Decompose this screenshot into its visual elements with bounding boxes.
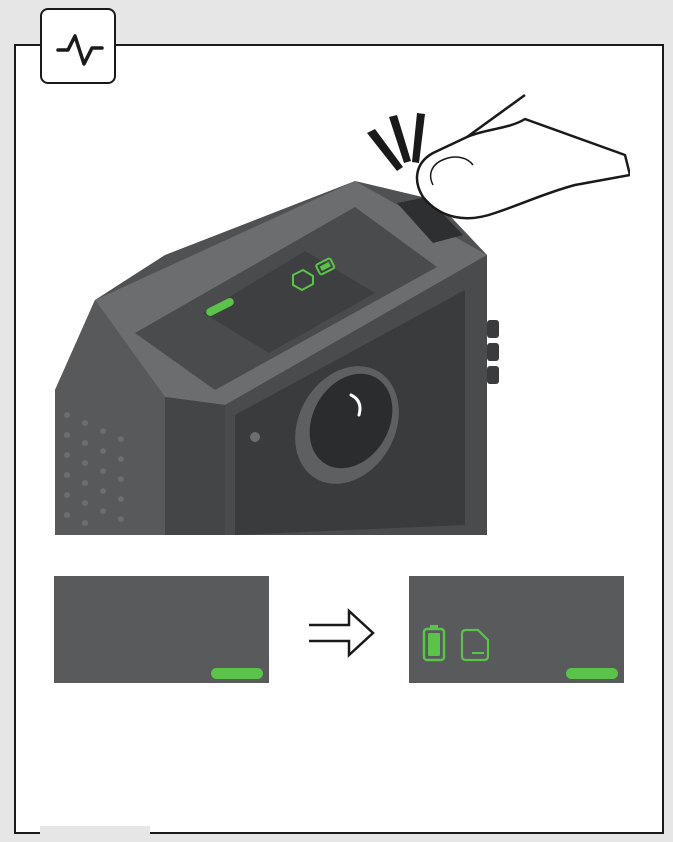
right-arrow-icon [305, 603, 377, 663]
status-led-bar [211, 668, 263, 679]
screen-after [409, 576, 624, 683]
activity-badge [40, 8, 116, 84]
status-led-bar [566, 668, 618, 679]
device-illustration [55, 85, 630, 535]
side-grip [487, 320, 499, 384]
press-indicator-lines [367, 113, 425, 171]
activity-pulse-icon [42, 10, 118, 86]
finger-press-icon [417, 95, 630, 218]
panel-notch [40, 826, 150, 842]
battery-icon [422, 624, 446, 662]
sd-card-icon [459, 628, 491, 662]
screen-before [54, 576, 269, 683]
